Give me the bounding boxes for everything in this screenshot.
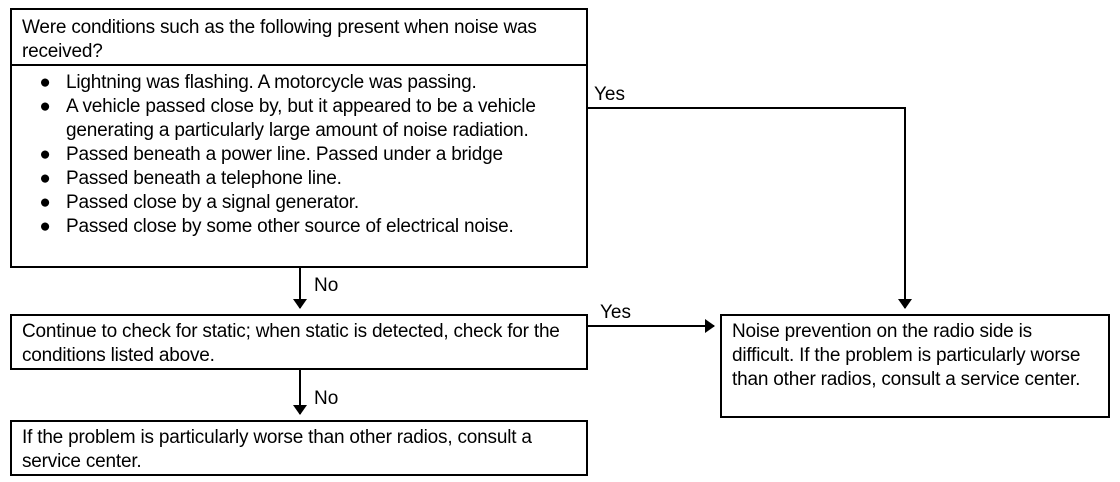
bullet-icon: ● xyxy=(39,168,51,189)
bullet-icon: ● xyxy=(39,192,51,213)
condition-item: ●Lightning was flashing. A motorcycle wa… xyxy=(39,72,477,93)
question-title: Were conditions such as the following pr… xyxy=(22,17,537,62)
question-box: Were conditions such as the following pr… xyxy=(10,8,588,68)
continue-check-text: Continue to check for static; when stati… xyxy=(22,321,560,366)
service-center-text: If the problem is particularly worse tha… xyxy=(22,427,532,472)
noise-prevention-box: Noise prevention on the radio side is di… xyxy=(720,314,1110,418)
continue-check-box: Continue to check for static; when stati… xyxy=(10,314,588,370)
condition-item: ●Passed close by a signal generator. xyxy=(39,192,359,213)
no-label-top: No xyxy=(314,275,339,296)
condition-item: ●Passed beneath a telephone line. xyxy=(39,168,342,189)
bullet-icon: ● xyxy=(39,144,51,165)
condition-item: ●Passed close by some other source of el… xyxy=(39,216,514,237)
bullet-icon: ● xyxy=(39,72,51,93)
condition-item: ●A vehicle passed close by, but it appea… xyxy=(39,96,536,141)
yes-connector-top xyxy=(588,107,912,309)
conditions-list: ●Lightning was flashing. A motorcycle wa… xyxy=(22,71,576,239)
yes-label-middle: Yes xyxy=(600,302,631,323)
service-center-box: If the problem is particularly worse tha… xyxy=(10,420,588,476)
no-label-bottom: No xyxy=(314,388,339,409)
conditions-list-box: ●Lightning was flashing. A motorcycle wa… xyxy=(10,64,588,268)
yes-label-top: Yes xyxy=(594,84,625,105)
bullet-icon: ● xyxy=(39,96,51,117)
noise-prevention-text: Noise prevention on the radio side is di… xyxy=(732,321,1081,390)
bullet-icon: ● xyxy=(39,216,51,237)
condition-item: ●Passed beneath a power line. Passed und… xyxy=(39,144,503,165)
